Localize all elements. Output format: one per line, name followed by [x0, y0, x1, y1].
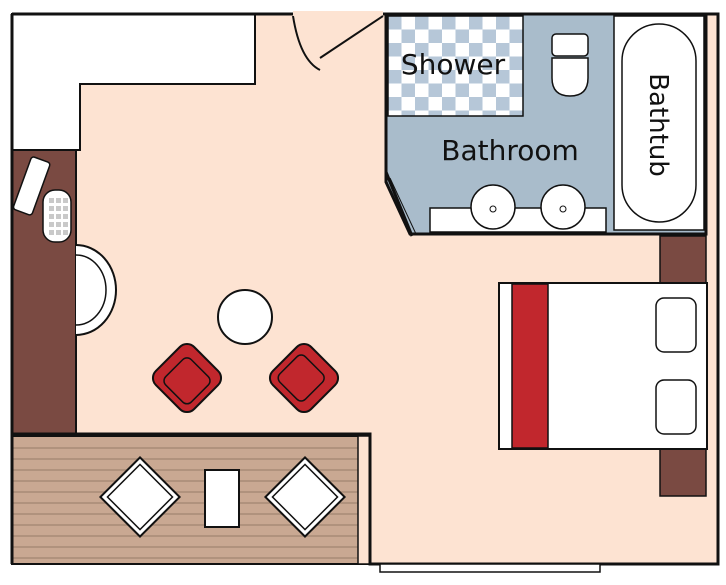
shower-area — [387, 15, 524, 117]
shower-tile — [509, 29, 523, 43]
bathroom-counter — [429, 184, 607, 233]
entry-door — [292, 11, 384, 71]
shower-tile — [469, 16, 483, 30]
shower-tile — [428, 29, 442, 43]
bed — [498, 235, 708, 497]
shower-tile — [469, 70, 483, 84]
shower-tile — [401, 83, 415, 97]
balcony-chair-right — [263, 455, 347, 539]
shower-tile — [496, 97, 510, 111]
shower-tile — [415, 70, 429, 84]
shower-tile — [442, 70, 456, 84]
vanity-stool-icon — [75, 244, 117, 336]
shower-tile — [455, 56, 469, 70]
shower-tile — [469, 43, 483, 57]
armchair-right — [268, 342, 340, 414]
shower-tile — [388, 70, 402, 84]
shower-tile — [388, 97, 402, 111]
shower-tile — [509, 56, 523, 70]
bathtub-label: Bathtub — [643, 73, 673, 177]
shower-tile — [428, 56, 442, 70]
shower-tile — [442, 97, 456, 111]
shower-tile — [482, 110, 496, 116]
shower-tile — [415, 97, 429, 111]
toilet-icon — [551, 33, 589, 97]
shower-tile — [496, 43, 510, 57]
shower-tile — [509, 83, 523, 97]
bathroom: Shower Bathtub Bathroom — [384, 12, 708, 237]
shower-tile — [496, 16, 510, 30]
shower-tile — [482, 56, 496, 70]
shower-tile — [482, 83, 496, 97]
shower-tile — [455, 110, 469, 116]
bathtub-icon — [613, 15, 705, 231]
shower-tile — [401, 56, 415, 70]
keypad-icon — [42, 189, 72, 243]
shower-tile — [428, 110, 442, 116]
shower-tile — [455, 83, 469, 97]
armchair-left — [151, 342, 223, 414]
shower-tile — [401, 29, 415, 43]
shower-tile — [442, 16, 456, 30]
balcony-chair-left — [98, 455, 182, 539]
bathroom-label: Bathroom — [441, 134, 579, 167]
round-table — [217, 289, 273, 345]
shower-tile — [415, 16, 429, 30]
shower-tile — [388, 16, 402, 30]
shower-tile — [428, 83, 442, 97]
shower-label: Shower — [401, 48, 506, 81]
shower-tile — [455, 29, 469, 43]
balcony — [11, 435, 371, 565]
phone-icon — [12, 156, 51, 216]
outer-walls — [10, 12, 720, 566]
window-sill — [379, 563, 601, 573]
shower-tile — [388, 43, 402, 57]
shower-tile — [509, 110, 523, 116]
shower-tile — [415, 43, 429, 57]
shower-tile — [401, 110, 415, 116]
shower-tile — [496, 70, 510, 84]
shower-tile — [442, 43, 456, 57]
balcony-table — [204, 469, 240, 528]
shower-tile — [482, 29, 496, 43]
shower-tile — [469, 97, 483, 111]
